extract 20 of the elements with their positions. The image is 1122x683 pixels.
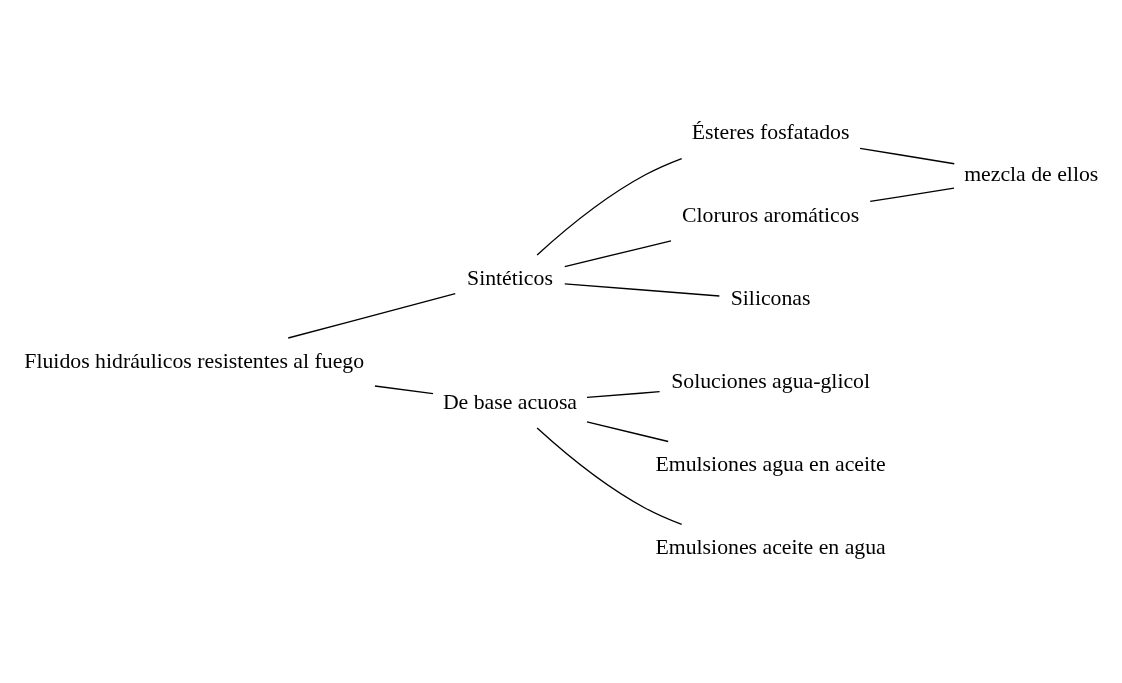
node-text: Ésteres fosfatados bbox=[691, 120, 850, 145]
connector bbox=[869, 187, 955, 203]
connector bbox=[287, 293, 456, 339]
node-text: Emulsiones aceite en agua bbox=[655, 535, 886, 560]
node-text: Emulsiones agua en aceite bbox=[655, 452, 886, 477]
node-text: Soluciones agua-glicol bbox=[671, 369, 871, 394]
connector bbox=[564, 283, 721, 297]
node-text: Sintéticos bbox=[467, 265, 553, 290]
node-text: De base acuosa bbox=[442, 389, 578, 414]
connector bbox=[536, 157, 683, 256]
node-text: Siliconas bbox=[730, 286, 811, 311]
connector bbox=[374, 385, 434, 395]
connector bbox=[564, 240, 672, 268]
node-text: mezcla de ellos bbox=[964, 162, 1099, 187]
connector bbox=[859, 147, 955, 165]
connector bbox=[586, 421, 669, 443]
connector bbox=[536, 427, 683, 526]
node-text: Fluidos hidráulicos resistentes al fuego bbox=[24, 348, 365, 373]
node-text: Cloruros aromáticos bbox=[682, 203, 860, 228]
connector bbox=[586, 391, 661, 399]
